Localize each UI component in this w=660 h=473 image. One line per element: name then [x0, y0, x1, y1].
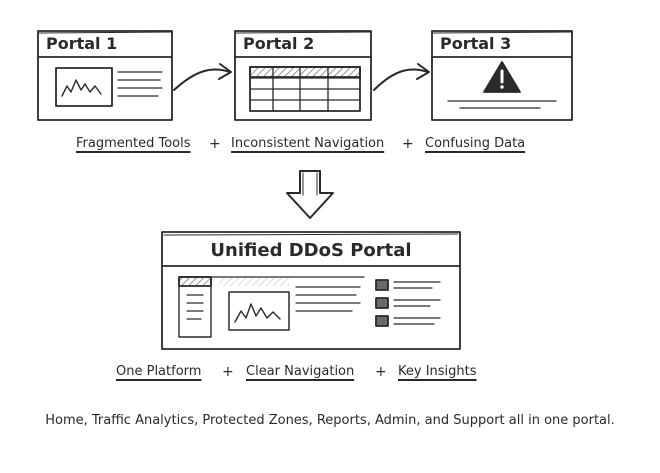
problem-label-inconsistent-navigation: Inconsistent Navigation	[231, 136, 385, 151]
line-chart-icon	[61, 79, 102, 97]
benefit-label-one-platform: One Platform	[116, 364, 202, 379]
unified-portal-window	[161, 231, 461, 350]
plus-separator: +	[222, 364, 234, 380]
arrow-right-icon	[173, 63, 232, 91]
portal-1-window	[37, 30, 173, 121]
plus-separator: +	[209, 136, 221, 152]
portal-3-title: Portal 3	[440, 34, 512, 53]
benefit-label-key-insights: Key Insights	[398, 364, 477, 379]
line-chart-icon	[234, 303, 281, 323]
portal-2-window	[234, 30, 372, 121]
benefit-label-clear-navigation: Clear Navigation	[246, 364, 355, 379]
plus-separator: +	[375, 364, 387, 380]
portal-2-title: Portal 2	[243, 34, 315, 53]
plus-separator: +	[402, 136, 414, 152]
problem-label-fragmented-tools: Fragmented Tools	[76, 136, 191, 151]
arrow-right-icon	[373, 63, 430, 91]
problem-label-confusing-data: Confusing Data	[425, 136, 526, 151]
portal-1-title: Portal 1	[46, 34, 118, 53]
unified-portal-title: Unified DDoS Portal	[210, 240, 412, 261]
warning-icon	[483, 61, 521, 93]
portal-3-window	[431, 30, 573, 121]
arrow-down-icon	[286, 170, 334, 219]
footer-caption: Home, Traffic Analytics, Protected Zones…	[45, 413, 615, 428]
